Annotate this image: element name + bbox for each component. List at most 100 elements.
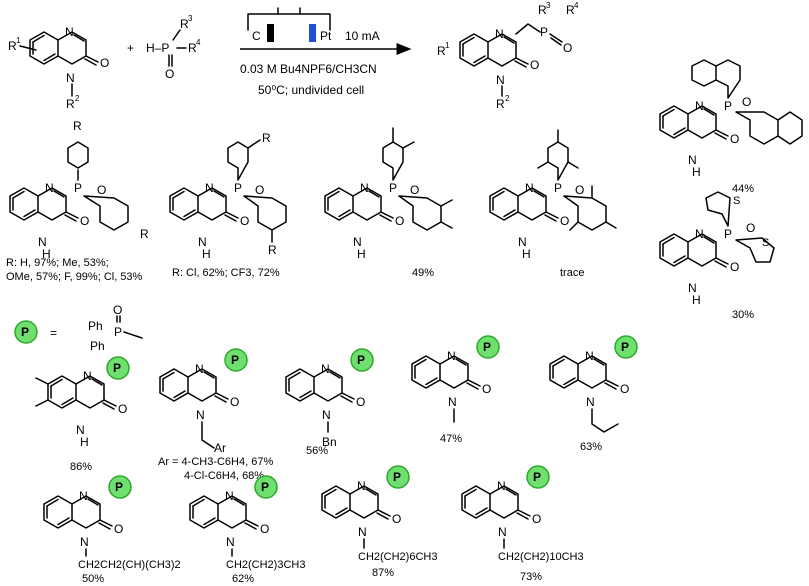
atom-h: H xyxy=(42,247,51,261)
p-circle-icon xyxy=(224,348,248,372)
ph-label: Ph xyxy=(90,339,105,353)
atom-n: N xyxy=(45,181,54,195)
atom-n: N xyxy=(496,73,505,87)
yield-caption: 86% xyxy=(70,461,92,473)
atom-nh: N xyxy=(688,153,697,167)
product-diaryl-para: N N H O P O R R R: H, 97%; Me, 53%; OMe,… xyxy=(6,119,149,283)
phosphine-oxide-reagent: H–P R 3 R 4 O xyxy=(146,14,201,81)
atom-nh: N xyxy=(38,235,47,249)
yield-caption: 63% xyxy=(580,441,602,453)
substituent-label: CH2(CH2)10CH3 xyxy=(498,551,584,563)
atom-o: O xyxy=(532,512,541,526)
atom-n: N xyxy=(497,479,506,493)
atom-h: H xyxy=(692,293,701,307)
electrolysis-setup: C Pt 10 mA 0.03 M Bu4NPF6/CH3CN 50⁰C; un… xyxy=(240,7,412,97)
atom-n: N xyxy=(498,525,507,539)
atom-n: N xyxy=(205,181,214,195)
p-symbol: P xyxy=(393,470,401,484)
p-symbol: P xyxy=(113,361,121,375)
conditions-line-2: 50⁰C; undivided cell xyxy=(258,83,364,97)
yield-caption: 30% xyxy=(732,309,754,321)
atom-o: O xyxy=(742,95,751,109)
r1-label: R xyxy=(437,44,446,58)
atom-n: N xyxy=(83,369,92,383)
atom-n: N xyxy=(321,362,330,376)
equals-sign: = xyxy=(50,326,57,340)
atom-p: P xyxy=(554,181,562,195)
product-n-isopentyl: N N O P CH2CH2(CH)(CH3)2 50% xyxy=(43,475,181,585)
conditions-line-1: 0.03 M Bu4NPF6/CH3CN xyxy=(240,62,377,76)
anode-label: Pt xyxy=(320,29,332,43)
atom-nh: N xyxy=(518,235,527,249)
atom-p: P xyxy=(389,181,397,195)
product-n-benzyl: N N O P Bn 56% xyxy=(285,348,374,457)
p-circle-icon xyxy=(254,475,278,499)
p-symbol: P xyxy=(621,340,629,354)
p-circle-icon xyxy=(106,356,130,380)
atom-n: N xyxy=(585,349,594,363)
p-circle-icon xyxy=(526,465,550,489)
ph-label: Ph xyxy=(88,319,103,333)
atom-o: O xyxy=(530,58,539,72)
product-n-methyl: N N O P 47% xyxy=(411,335,500,445)
atom-o: O xyxy=(620,382,629,396)
r-label: R xyxy=(73,119,82,133)
r2-superscript: 2 xyxy=(75,94,80,103)
r3-label: R xyxy=(538,3,547,17)
atom-h: H xyxy=(357,247,366,261)
r1-label: R xyxy=(8,39,17,53)
atom-n: N xyxy=(80,535,89,549)
current-label: 10 mA xyxy=(345,29,380,43)
carbon-electrode xyxy=(267,24,274,42)
atom-o: O xyxy=(260,522,269,536)
r2-label: R xyxy=(66,97,75,111)
substituent-label: CH2(CH2)6CH3 xyxy=(358,551,437,563)
atom-nh: N xyxy=(76,423,85,437)
atom-nh: N xyxy=(688,281,697,295)
atom-n: N xyxy=(360,181,369,195)
p-symbol: P xyxy=(533,470,541,484)
p-symbol: P xyxy=(483,340,491,354)
yield-caption: R: H, 97%; Me, 53%; xyxy=(6,257,109,269)
yield-caption: OMe, 57%; F, 99%; Cl, 53% xyxy=(6,271,143,283)
atom-p: P xyxy=(114,325,122,339)
p-symbol: P xyxy=(115,480,123,494)
atom-o: O xyxy=(563,41,572,55)
atom-o: O xyxy=(560,214,569,228)
atom-s: S xyxy=(733,195,740,207)
atom-h: H xyxy=(522,247,531,261)
atom-h: H xyxy=(202,247,211,261)
atom-s: S xyxy=(762,237,769,249)
atom-o: O xyxy=(575,183,584,197)
atom-n: N xyxy=(525,181,534,195)
atom-o: O xyxy=(255,183,264,197)
atom-o: O xyxy=(746,221,755,235)
atom-o: O xyxy=(100,56,109,70)
atom-n: N xyxy=(322,408,331,422)
p-circle-icon xyxy=(108,475,132,499)
yield-caption: 56% xyxy=(306,445,328,457)
p-symbol: P xyxy=(357,353,365,367)
atom-o: O xyxy=(730,132,739,146)
atom-nh: N xyxy=(198,235,207,249)
cathode-label: C xyxy=(252,29,261,43)
product-quinoxalinone: N N O R 2 R 1 P R 3 R 4 O xyxy=(437,1,579,111)
product-dixylyl: N N H O P O 49% xyxy=(324,127,453,279)
r3-label: R xyxy=(180,17,189,31)
atom-p: P xyxy=(234,181,242,195)
yield-caption: 47% xyxy=(440,433,462,445)
substituent-label: CH2(CH2)3CH3 xyxy=(226,559,305,571)
r-label: R xyxy=(268,243,277,257)
atom-n: N xyxy=(448,395,457,409)
atom-o: O xyxy=(113,303,122,317)
atom-o: O xyxy=(114,522,123,536)
yield-caption: 44% xyxy=(732,183,754,195)
yield-caption: 62% xyxy=(232,573,254,585)
atom-n: N xyxy=(225,489,234,503)
atom-p: P xyxy=(540,25,548,39)
substituent-label: CH2CH2(CH)(CH3)2 xyxy=(78,559,181,571)
plus-sign: + xyxy=(127,41,134,55)
p-circle-icon xyxy=(386,465,410,489)
